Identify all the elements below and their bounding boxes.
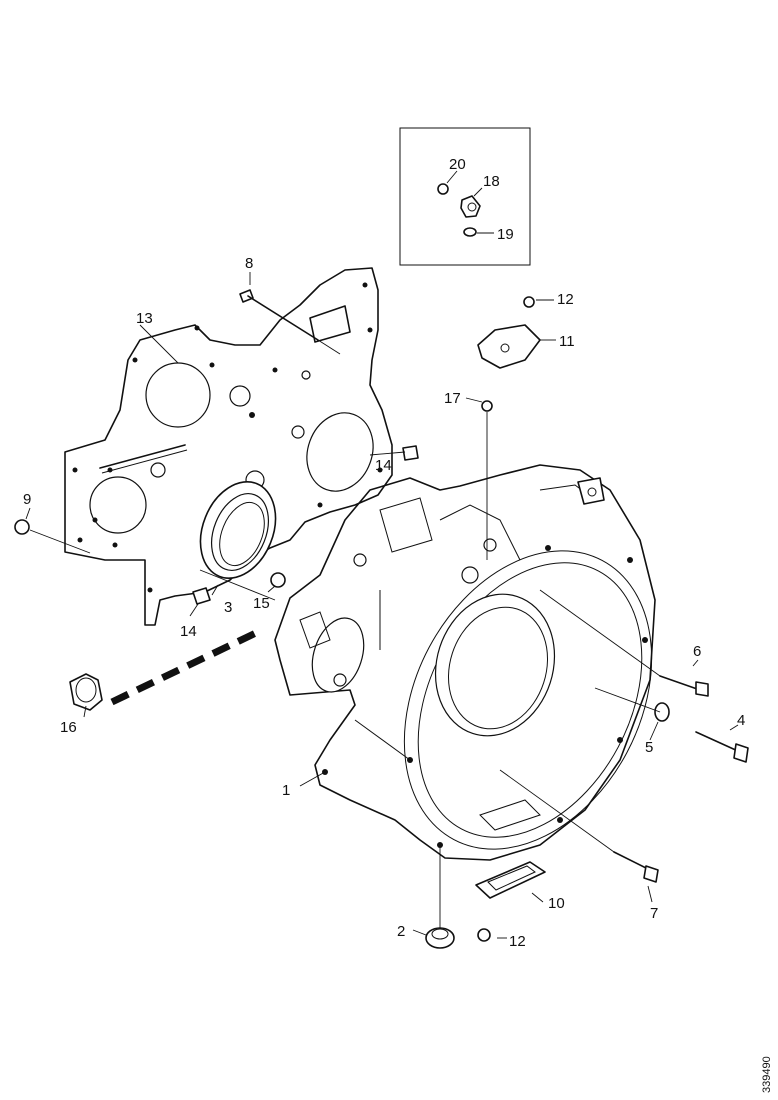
bracket-11 <box>477 324 541 369</box>
plug-15 <box>270 572 286 588</box>
callout-5: 5 <box>645 739 653 756</box>
callout-6: 6 <box>693 643 701 660</box>
rear-plate-13 <box>64 267 393 626</box>
bolt-6 <box>659 675 709 697</box>
nut-12-top <box>523 296 535 308</box>
callout-20: 20 <box>449 156 466 173</box>
callout-7: 7 <box>650 905 658 922</box>
fitting-part-18 <box>460 195 481 218</box>
callout-4: 4 <box>737 712 745 729</box>
bolt-17 <box>481 400 493 560</box>
leader-lines <box>25 299 739 939</box>
callout-17: 17 <box>444 390 461 407</box>
callout-3: 3 <box>224 599 232 616</box>
callout-9: 9 <box>23 491 31 508</box>
bolt-4 <box>695 731 749 763</box>
dashed-reference-line <box>110 626 264 706</box>
callout-8: 8 <box>245 255 253 272</box>
dowel-pin-14-left <box>192 587 211 605</box>
callout-2: 2 <box>397 923 405 940</box>
callout-labels: 1 2 3 4 5 6 7 8 9 10 11 12 12 13 14 14 1… <box>23 156 745 950</box>
callout-12-top: 12 <box>557 291 574 308</box>
oil-seal-3 <box>199 481 277 579</box>
figure-number: 339490 <box>761 1056 773 1093</box>
plug-16 <box>69 673 103 711</box>
cover-plate-10 <box>475 861 546 899</box>
callout-14-right: 14 <box>375 457 392 474</box>
bolt-9 <box>14 519 91 554</box>
bolt-7 <box>613 851 659 883</box>
plug-2 <box>425 927 455 949</box>
inset-detail-box <box>399 127 531 266</box>
callout-18: 18 <box>483 173 500 190</box>
dowel-pin-14-right <box>402 445 419 461</box>
callout-12-bottom: 12 <box>509 933 526 950</box>
nut-part-20 <box>437 183 449 195</box>
flywheel-housing-1 <box>274 464 656 861</box>
callout-15: 15 <box>253 595 270 612</box>
washer-5 <box>654 702 670 722</box>
bolt-8 <box>239 272 341 355</box>
callout-16: 16 <box>60 719 77 736</box>
callout-10: 10 <box>548 895 565 912</box>
washer-part-19 <box>463 227 477 237</box>
callout-11: 11 <box>559 333 575 350</box>
callout-13: 13 <box>136 310 153 327</box>
callout-14-left: 14 <box>180 623 197 640</box>
callout-1: 1 <box>282 782 290 799</box>
nut-12-bottom <box>477 928 491 942</box>
callout-19: 19 <box>497 226 514 243</box>
